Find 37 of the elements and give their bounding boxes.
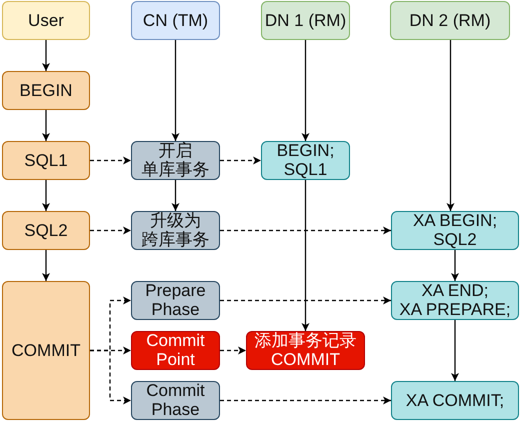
step-box: XA END; XA PREPARE;: [391, 281, 519, 320]
column-header: CN (TM): [131, 1, 220, 40]
step-box: Prepare Phase: [131, 281, 220, 320]
arrow: [446, 40, 454, 211]
arrow: [42, 180, 50, 211]
step-box: COMMIT: [2, 281, 90, 420]
step-box: BEGIN: [2, 71, 90, 110]
dashed-arrow: [220, 296, 391, 304]
step-box: 添加事务记录 COMMIT: [246, 331, 365, 370]
step-box: SQL2: [2, 211, 90, 250]
step-box: SQL1: [2, 141, 90, 180]
dashed-arrow: [220, 226, 391, 234]
dashed-arrow: [220, 156, 261, 164]
step-box: Commit Point: [131, 331, 220, 370]
column-header: User: [2, 1, 90, 40]
dashed-arrow: [90, 226, 131, 234]
dashed-arrow: [220, 346, 246, 354]
column-header: DN 1 (RM): [261, 1, 350, 40]
column-header: DN 2 (RM): [390, 1, 510, 40]
step-box: XA BEGIN; SQL2: [391, 211, 519, 250]
step-box: Commit Phase: [131, 381, 220, 420]
step-box: BEGIN; SQL1: [261, 141, 350, 180]
arrow: [172, 40, 180, 141]
arrow: [42, 250, 50, 281]
arrow: [42, 110, 50, 141]
arrow: [451, 250, 459, 281]
dashed-arrow: [90, 156, 131, 164]
step-box: XA COMMIT;: [391, 381, 519, 420]
arrow: [302, 180, 310, 331]
arrow: [42, 40, 50, 71]
arrow: [451, 320, 459, 381]
step-box: 开启单库事务: [131, 141, 220, 180]
dashed-arrow: [220, 396, 391, 404]
dashed-arrow: [90, 350, 131, 404]
arrow: [172, 180, 180, 211]
step-box: 升级为跨库事务: [131, 211, 220, 250]
arrow: [302, 40, 310, 141]
